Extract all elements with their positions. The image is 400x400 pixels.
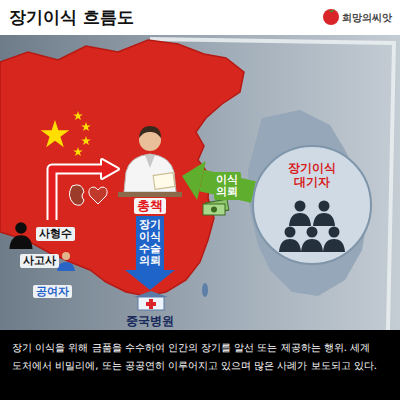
caption-text: 장기 이식을 위해 금품을 수수하여 인간의 장기를 알선 또는 제공하는 행위… bbox=[12, 339, 388, 375]
caption-text-box: 장기 이식을 위해 금품을 수수하여 인간의 장기를 알선 또는 제공하는 행위… bbox=[12, 339, 388, 375]
connector-casing bbox=[52, 169, 102, 220]
arrowhead bbox=[102, 160, 118, 178]
arrowhead bbox=[125, 270, 175, 290]
flag-stars bbox=[41, 111, 91, 156]
circle-border bbox=[253, 146, 371, 264]
boss-node: 총책 bbox=[118, 122, 182, 216]
connector-shaft bbox=[136, 216, 164, 270]
china-map bbox=[0, 40, 244, 296]
hospital-node: 중국병원 bbox=[110, 290, 190, 330]
surgery-request-arrow bbox=[125, 216, 175, 290]
logo-text: 희망의씨앗 bbox=[342, 11, 392, 25]
edge-label: 장기이식수술의뢰 bbox=[138, 219, 161, 267]
logo-icon bbox=[323, 9, 339, 25]
edge-label: 이식의뢰 bbox=[216, 174, 239, 198]
donor-icons bbox=[9, 222, 75, 271]
request-arrow bbox=[182, 161, 253, 200]
arrowhead bbox=[182, 161, 206, 200]
donor-item: 사형수 bbox=[6, 220, 98, 248]
donor-item: 사고사 bbox=[6, 250, 98, 272]
taiwan-island bbox=[202, 283, 208, 297]
organ-flow-arrow bbox=[52, 160, 118, 220]
edge-label-box: 이식의뢰 bbox=[214, 172, 241, 200]
money-icon bbox=[203, 199, 229, 215]
diagram-title-box: 장기이식 흐름도 bbox=[9, 7, 134, 28]
diagram-title: 장기이식 흐름도 bbox=[9, 7, 134, 28]
logo-text-box: 희망의씨앗 bbox=[342, 11, 392, 25]
hospital-icon bbox=[134, 291, 168, 310]
node-label: 사고사 bbox=[20, 254, 59, 267]
caption-band bbox=[0, 330, 400, 400]
organ-pictures bbox=[69, 185, 107, 205]
node-label: 중국병원 bbox=[126, 314, 174, 328]
node-label: 장기이식 대기자 bbox=[284, 161, 339, 190]
node-label: 총책 bbox=[134, 198, 166, 214]
connector-shaft bbox=[52, 169, 102, 220]
waiting-area-fill bbox=[253, 146, 371, 264]
map-ground bbox=[0, 35, 400, 330]
waiting-people bbox=[279, 201, 345, 253]
waiting-circle: 장기이식 대기자 bbox=[252, 145, 372, 265]
edge-label-box: 장기이식수술의뢰 bbox=[136, 217, 163, 269]
header-band bbox=[0, 0, 400, 35]
boss-figure bbox=[118, 126, 182, 197]
donor-group: 공여자 사형수사고사 bbox=[6, 220, 98, 300]
node-label: 사형수 bbox=[36, 227, 75, 240]
node-label: 공여자 bbox=[33, 285, 72, 298]
arrowhead-casing bbox=[102, 160, 118, 178]
